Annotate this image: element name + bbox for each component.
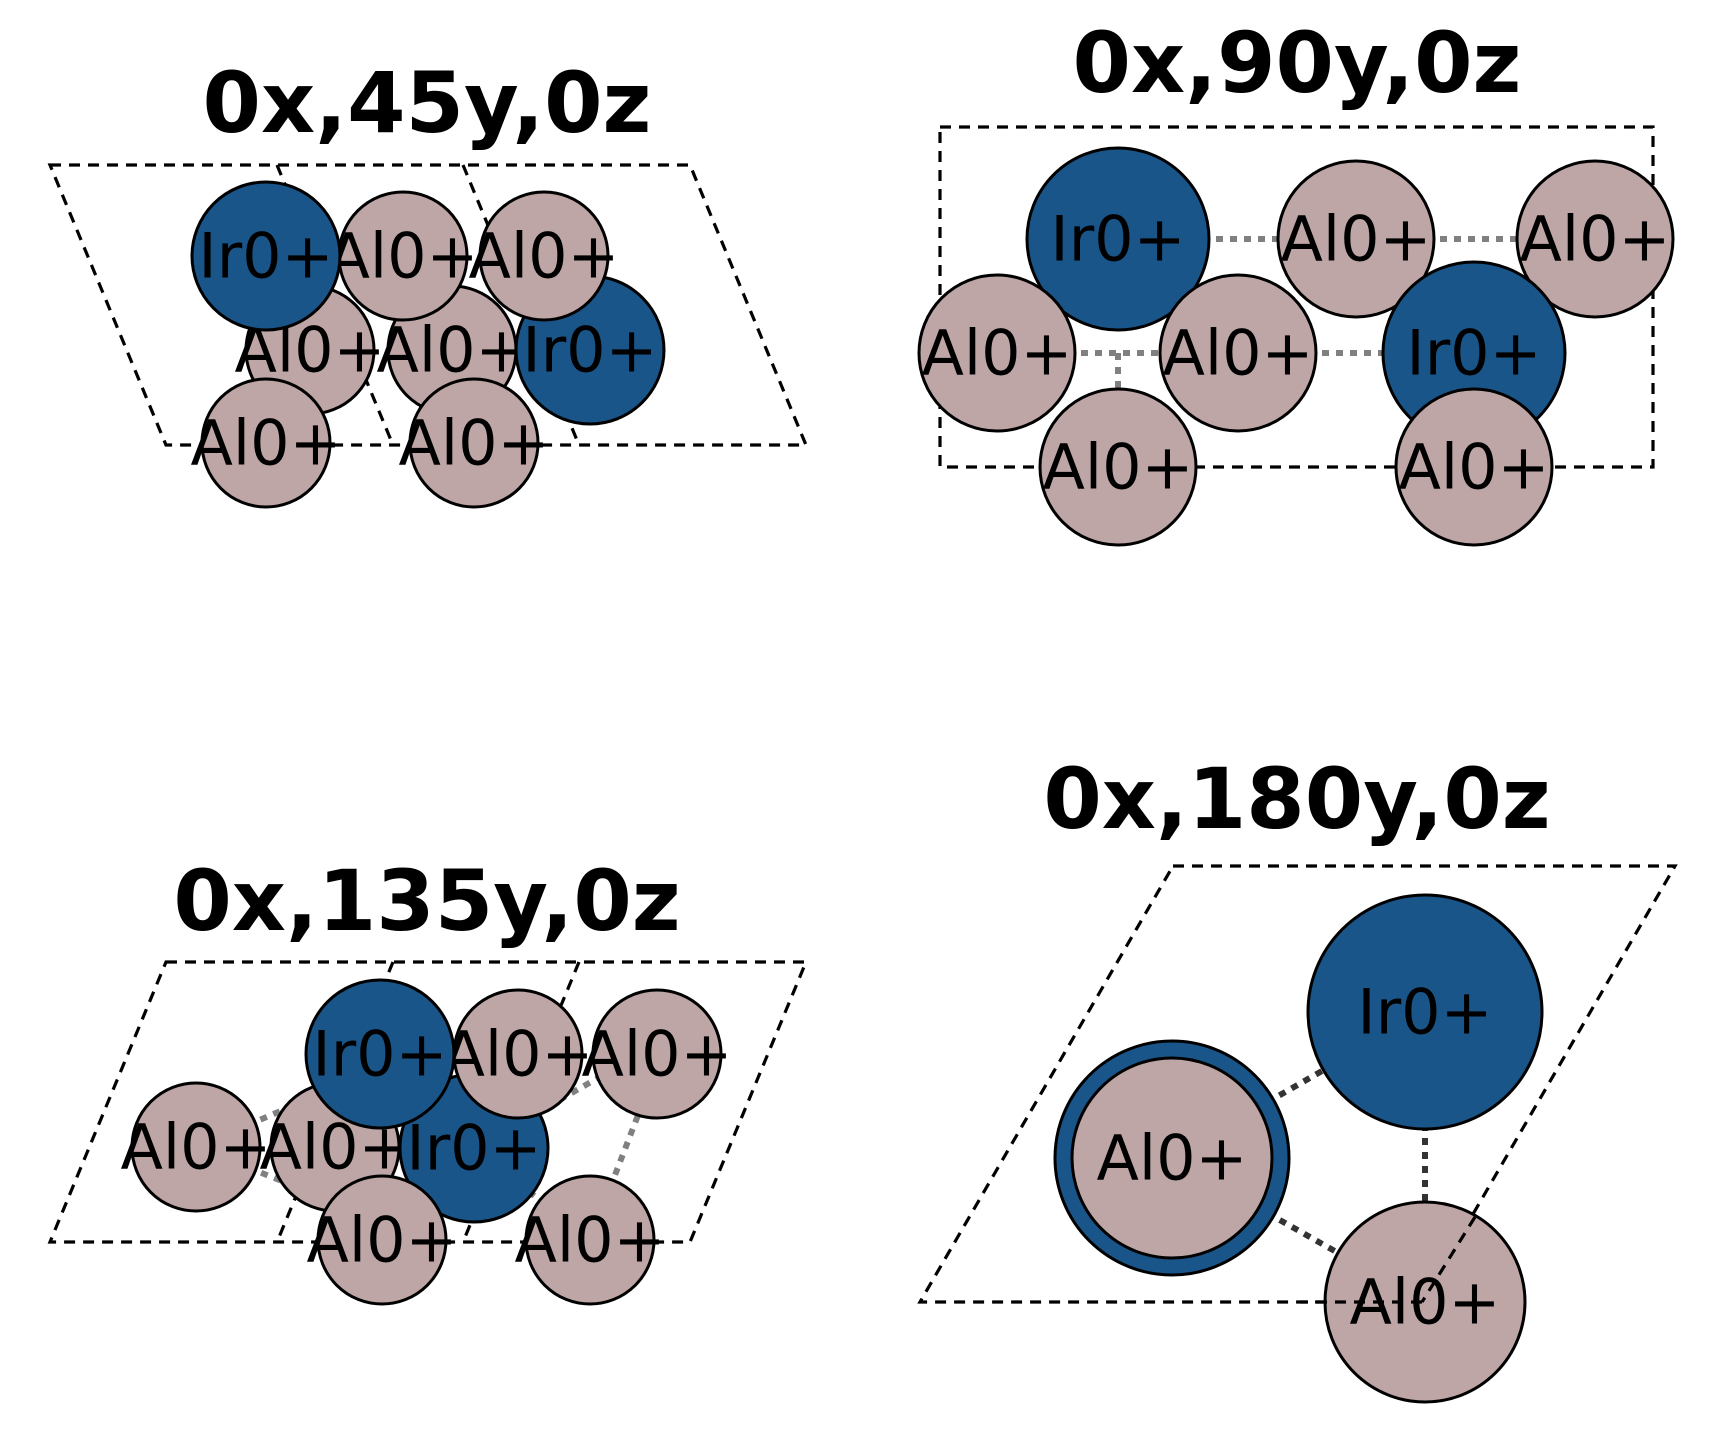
- atom-label: Al0+: [306, 1204, 457, 1277]
- panel-45y: 0x,45y,0z Al0+ Al0+ Ir0+ Al0+ Al0+ Ir0+ …: [47, 54, 809, 509]
- atom-label: Al0+: [1096, 1122, 1247, 1195]
- atom: Al0+: [917, 273, 1077, 433]
- unit-cell-outline: [47, 163, 809, 447]
- atom-label: Ir0+: [1050, 203, 1185, 276]
- atom: Al0+: [442, 988, 594, 1120]
- atom-label: Al0+: [1162, 317, 1313, 390]
- atom-label: Al0+: [1042, 431, 1193, 504]
- atom-label: Ir0+: [406, 1112, 541, 1185]
- atom: Ir0+: [1306, 893, 1544, 1131]
- bond: [587, 1108, 643, 1242]
- atom: Ir0+: [304, 978, 456, 1130]
- atom-label: Ir0+: [198, 220, 333, 293]
- atom: Al0+: [581, 988, 733, 1120]
- atom-label: Al0+: [327, 220, 478, 293]
- atom-label: Al0+: [376, 314, 527, 387]
- atom: Al0+: [327, 190, 479, 322]
- atom: Al0+: [120, 1081, 272, 1213]
- unit-cell-outline: [47, 960, 809, 1244]
- atom-label: Ir0+: [1357, 976, 1492, 1049]
- atom: Al0+: [306, 1174, 458, 1306]
- panel-title: 0x,90y,0z: [1073, 14, 1522, 112]
- atom-label: Al0+: [1398, 431, 1549, 504]
- atom-label: Al0+: [581, 1018, 732, 1091]
- unit-cell-outline: [917, 864, 1678, 1304]
- atom-label: Ir0+: [522, 314, 657, 387]
- atom: Al0+: [1038, 387, 1198, 547]
- panel-title: 0x,180y,0z: [1043, 750, 1550, 848]
- atom-label: Ir0+: [312, 1018, 447, 1091]
- atom-label: Ir0+: [1406, 317, 1541, 390]
- atom-label: Al0+: [398, 407, 549, 480]
- atom: Ir0+: [1381, 260, 1567, 446]
- atom: Al0+: [1394, 387, 1554, 547]
- bond: [194, 1144, 332, 1203]
- unit-cell-edge: [1420, 1216, 1477, 1303]
- atom: Al0+: [514, 1174, 666, 1306]
- atom-label: Al0+: [468, 220, 619, 293]
- panel-90y: 0x,90y,0z Ir0+ Al0+ Al0+ Al0+ Al0+ Ir0+ …: [917, 14, 1675, 547]
- atom: Al0+: [468, 190, 620, 322]
- atom: Al0+: [1070, 1056, 1274, 1260]
- panel-title: 0x,45y,0z: [203, 54, 652, 152]
- atom: Ir0+: [1025, 146, 1211, 332]
- panel-180y: 0x,180y,0z Al0+ Ir0+ Al0+: [917, 750, 1678, 1404]
- atom: Al0+: [1276, 159, 1436, 319]
- atom: Al0+: [1515, 159, 1675, 319]
- atom-label: Al0+: [1280, 203, 1431, 276]
- panel-title: 0x,135y,0z: [173, 852, 680, 950]
- unit-cell-outline: [938, 125, 1655, 469]
- panel-135y: 0x,135y,0z Al0+ Al0+ Ir0+ Al0+ Al0+ Ir0+…: [47, 852, 809, 1306]
- atom-label: Al0+: [190, 407, 341, 480]
- atom-label: Al0+: [921, 317, 1072, 390]
- atom: Ir0+: [190, 180, 342, 332]
- atom-label: Al0+: [1519, 203, 1670, 276]
- atom: Al0+: [190, 377, 342, 509]
- atom: Al0+: [398, 377, 550, 509]
- atom-label: Al0+: [1349, 1266, 1500, 1339]
- atom-label: Al0+: [120, 1111, 271, 1184]
- atom-label: Al0+: [442, 1018, 593, 1091]
- atom-label: Al0+: [514, 1204, 665, 1277]
- atom: Al0+: [1158, 273, 1318, 433]
- bond: [194, 1087, 332, 1150]
- unit-cell-edge: [275, 164, 395, 446]
